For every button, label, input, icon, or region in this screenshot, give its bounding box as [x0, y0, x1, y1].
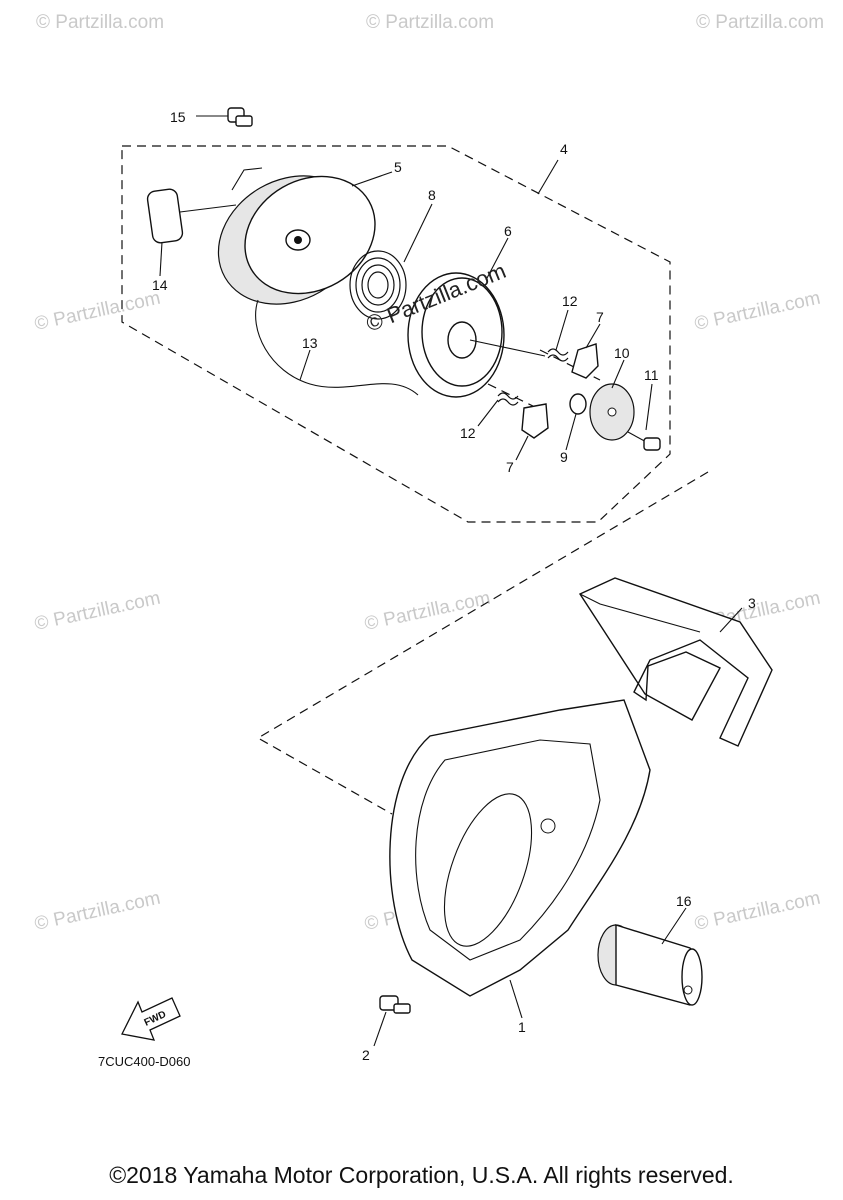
callout-3[interactable]: 3	[748, 595, 756, 611]
watermark: © Partzilla.com	[36, 12, 164, 33]
callout-1[interactable]: 1	[518, 1019, 526, 1035]
pawl-spring-12-upper	[547, 348, 569, 362]
pawl-leader-upper	[539, 349, 601, 381]
watermark: © Partzilla.com	[696, 12, 824, 33]
callout-5[interactable]: 5	[394, 159, 402, 175]
callout-11[interactable]: 11	[644, 367, 659, 383]
watermark: © Partzilla.com	[33, 888, 163, 935]
bolt-15	[227, 107, 253, 127]
callout-14[interactable]: 14	[152, 277, 168, 293]
callout-8[interactable]: 8	[428, 187, 436, 203]
starter-handle-14	[146, 188, 237, 244]
callout-12-upper[interactable]: 12	[562, 293, 578, 309]
watermark: © Partzilla.com	[693, 288, 823, 335]
bolt-2	[379, 995, 411, 1014]
washer-9	[569, 393, 587, 415]
callout-10[interactable]: 10	[614, 345, 630, 361]
callout-15[interactable]: 15	[170, 109, 186, 125]
callout-12-lower[interactable]: 12	[460, 425, 476, 441]
bolt-11	[627, 431, 661, 451]
starter-cap-16	[597, 924, 703, 1006]
pawl-7-lower	[521, 403, 549, 439]
fan-cover-1	[389, 699, 651, 997]
leader-lines	[159, 115, 743, 1047]
callout-7-lower[interactable]: 7	[506, 459, 514, 475]
spiral-spring-8	[349, 250, 407, 320]
watermark: © Partzilla.com	[33, 588, 163, 635]
watermark: © Partzilla.com	[366, 12, 494, 33]
air-guide-3	[578, 577, 773, 747]
callout-6[interactable]: 6	[504, 223, 512, 239]
pawl-7-upper	[571, 343, 599, 379]
copyright-notice: ©2018 Yamaha Motor Corporation, U.S.A. A…	[109, 1162, 734, 1188]
callout-13[interactable]: 13	[302, 335, 318, 351]
watermark: © Partzilla.com	[693, 888, 823, 935]
assembly-outline	[121, 145, 671, 523]
starter-case-5	[217, 167, 376, 305]
callout-16[interactable]: 16	[676, 893, 692, 909]
sheave-drum-6	[407, 272, 546, 398]
pawl-spring-12-lower	[497, 392, 519, 406]
callout-7-upper[interactable]: 7	[596, 309, 604, 325]
watermark: © Partzilla.com	[33, 288, 163, 335]
callout-9[interactable]: 9	[560, 449, 568, 465]
diagram-code: 7CUC400-D060	[98, 1054, 191, 1069]
drive-plate-10	[589, 383, 635, 441]
starter-rope-13	[255, 299, 419, 396]
callout-4[interactable]: 4	[560, 141, 568, 157]
callout-2[interactable]: 2	[362, 1047, 370, 1063]
fwd-arrow-icon: FWD	[121, 997, 181, 1041]
